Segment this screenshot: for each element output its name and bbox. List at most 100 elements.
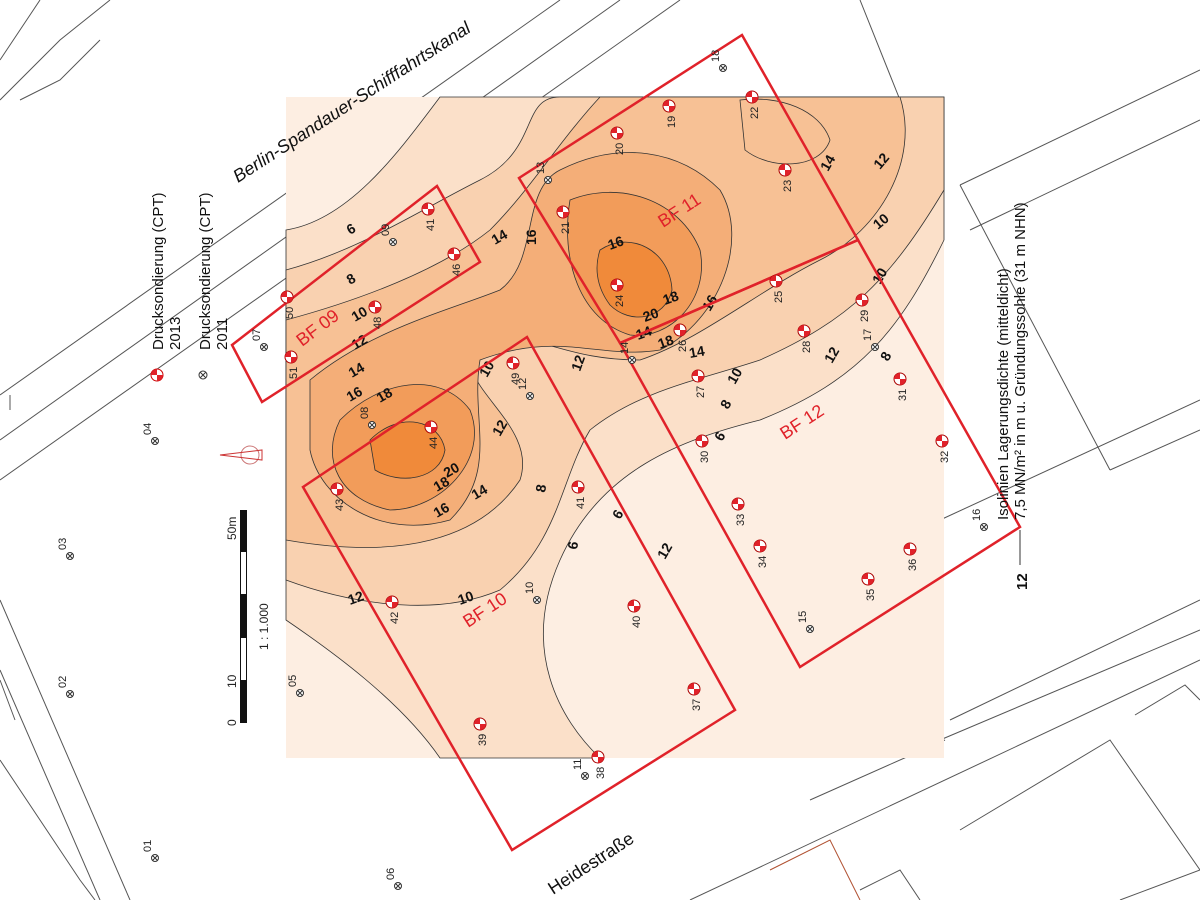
cpt-2013-point[interactable]: 43 (330, 482, 346, 511)
cpt-2011-point[interactable]: 10 (524, 582, 541, 604)
point-label: 07 (251, 329, 263, 341)
cpt-2013-point[interactable]: 44 (424, 420, 440, 449)
contour-label: 14 (817, 152, 839, 174)
cpt-2013-point[interactable]: 22 (745, 90, 761, 119)
cpt-2013-point[interactable]: 50 (280, 290, 296, 319)
point-label: 24 (614, 295, 626, 307)
point-label: 09 (380, 224, 392, 236)
cpt-2013-point[interactable]: 41 (421, 202, 437, 231)
field-bf12-outline (618, 238, 1022, 669)
cpt-2011-point[interactable]: 12 (517, 378, 534, 400)
cpt-2011-point[interactable]: 05 (287, 675, 304, 697)
point-label: 04 (142, 423, 154, 435)
legend-cpt-2013-icon (150, 368, 164, 382)
point-label: 26 (677, 340, 689, 352)
contour-label: 14 (346, 359, 368, 381)
field-bf10-outline (301, 335, 737, 852)
contour-label: 14 (489, 226, 511, 248)
point-label: 41 (425, 219, 437, 231)
point-label: 06 (385, 868, 397, 880)
cpt-2011-point[interactable]: 06 (385, 868, 402, 890)
cpt-2013-point[interactable]: 28 (797, 324, 813, 353)
cpt-2011-point[interactable]: 01 (142, 840, 159, 862)
contour-label: 12 (346, 587, 366, 607)
cpt-2011-point[interactable]: 17 (862, 329, 879, 351)
cpt-2011-point[interactable]: 02 (57, 676, 74, 698)
scale-tick-0: 0 (225, 719, 239, 726)
scale-ratio: 1 : 1.000 (257, 603, 271, 650)
contour-label: 10 (349, 303, 371, 325)
point-label: 46 (451, 264, 463, 276)
point-label: 28 (801, 341, 813, 353)
cpt-2013-point[interactable]: 36 (903, 542, 919, 571)
cpt-2011-point[interactable]: 14 (619, 342, 636, 364)
cpt-2011-point[interactable]: 16 (971, 509, 988, 531)
point-label: 17 (862, 329, 874, 341)
contour-label: 16 (344, 383, 366, 405)
cpt-2011-point[interactable]: 11 (572, 759, 589, 780)
cpt-2013-point[interactable]: 38 (591, 750, 607, 779)
point-label: 31 (897, 389, 909, 401)
cpt-2013-point[interactable]: 49 (506, 356, 522, 385)
cpt-2013-point[interactable]: 39 (473, 717, 489, 746)
density-isoline-fill (285, 96, 945, 759)
cpt-2011-point[interactable]: 18 (710, 50, 727, 72)
cpt-2011-point[interactable]: 13 (535, 162, 552, 184)
cpt-2013-point[interactable]: 37 (687, 682, 703, 711)
point-label: 42 (389, 612, 401, 624)
legend-isoline-sample: 12 (1014, 573, 1031, 590)
north-arrow-icon (219, 445, 263, 465)
cpt-2013-point[interactable]: 42 (385, 595, 401, 624)
cpt-2013-point[interactable]: 41 (571, 480, 587, 509)
cpt-2013-point[interactable]: 29 (855, 293, 871, 322)
contour-label: 12 (568, 353, 588, 373)
contour-label: 6 (564, 540, 581, 551)
cpt-2013-point[interactable]: 20 (610, 126, 626, 155)
point-label: 29 (859, 310, 871, 322)
cpt-2011-point[interactable]: 04 (142, 423, 159, 445)
cpt-2013-point[interactable]: 34 (753, 539, 769, 568)
cpt-2011-point[interactable]: 07 (251, 329, 268, 351)
point-label: 38 (595, 767, 607, 779)
point-label: 14 (619, 342, 631, 354)
point-label: 51 (288, 367, 300, 379)
point-label: 39 (477, 734, 489, 746)
cpt-2013-point[interactable]: 24 (610, 278, 626, 307)
cpt-2013-point[interactable]: 32 (935, 434, 951, 463)
cpt-2013-point[interactable]: 19 (662, 99, 678, 128)
point-label: 21 (560, 222, 572, 234)
legend-cpt-2013-year: 2013 (167, 317, 184, 350)
cpt-2013-point[interactable]: 31 (893, 372, 909, 401)
contour-label: 12 (654, 540, 676, 562)
contour-label: 16 (431, 499, 453, 521)
cpt-2013-point[interactable]: 48 (368, 300, 384, 329)
legend-cpt-2011-year: 2011 (214, 318, 231, 350)
cpt-2011-point[interactable]: 03 (57, 538, 74, 560)
cpt-2013-point[interactable]: 25 (769, 274, 785, 303)
cpt-2013-point[interactable]: 46 (447, 247, 463, 276)
contour-label: 12 (489, 417, 511, 439)
point-label: 05 (287, 675, 299, 687)
cpt-2011-point[interactable]: 15 (797, 611, 814, 633)
cpt-2013-point[interactable]: 35 (861, 572, 877, 601)
cpt-points: 41 46 50 48 51 21 20 19 22 23 24 25 26 27 28 29 31 32 30 33… (57, 50, 988, 890)
contour-label: 16 (523, 229, 539, 245)
cpt-2013-point[interactable]: 30 (695, 434, 711, 463)
cpt-2013-point[interactable]: 26 (673, 323, 689, 352)
point-label: 19 (666, 116, 678, 128)
cpt-2013-point[interactable]: 21 (556, 205, 572, 234)
contour-label: 20 (441, 459, 463, 481)
cpt-2013-point[interactable]: 51 (284, 350, 300, 379)
cpt-2013-point[interactable]: 40 (627, 599, 643, 628)
point-label: 37 (691, 699, 703, 711)
contour-label: 18 (661, 287, 681, 307)
point-label: 32 (939, 451, 951, 463)
cpt-2011-point[interactable]: 08 (359, 407, 376, 429)
point-label: 25 (773, 291, 785, 303)
cpt-2013-point[interactable]: 23 (778, 163, 794, 192)
cpt-2013-point[interactable]: 33 (731, 497, 747, 526)
cpt-2011-point[interactable]: 09 (380, 224, 397, 246)
cpt-2013-point[interactable]: 27 (691, 369, 707, 398)
